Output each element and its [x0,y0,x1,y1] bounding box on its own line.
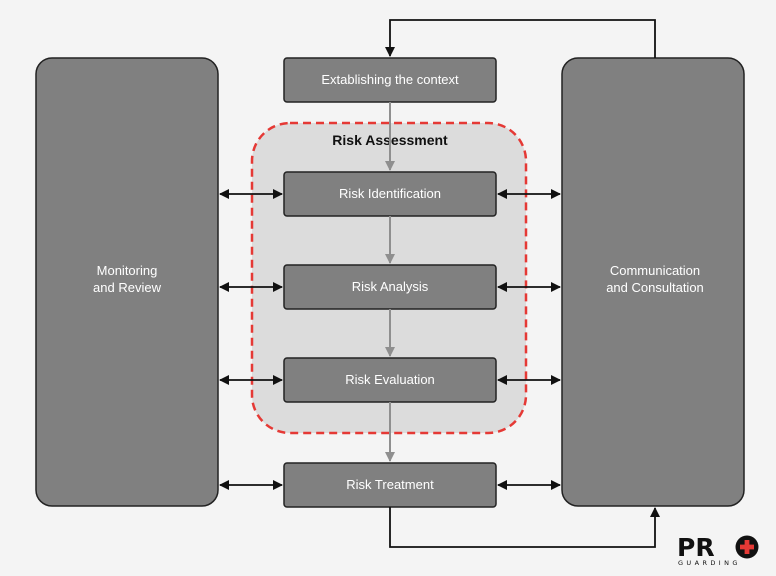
context-box: Extablishing the context [283,57,497,103]
communication-consultation-box: Communication and Consultation [561,57,745,507]
risk-treatment-label: Risk Treatment [346,477,434,492]
arrow-communication-to-context [385,19,656,58]
logo-main-text: PR [677,533,715,562]
communication-label-line2: and Consultation [606,280,704,295]
logo-sub-text: GUARDING [678,559,741,567]
arrow-treatment-to-communication [389,507,660,548]
risk-treatment-box: Risk Treatment [283,462,497,508]
risk-analysis-box: Risk Analysis [283,264,497,310]
context-label: Extablishing the context [321,72,459,87]
monitoring-label-line1: Monitoring [97,263,158,278]
risk-identification-label: Risk Identification [339,186,441,201]
monitoring-label-line2: and Review [93,280,162,295]
monitoring-review-box: Monitoring and Review [35,57,219,507]
cross-icon [735,535,759,559]
proguarding-logo: PR GUARDING [677,533,759,567]
risk-evaluation-label: Risk Evaluation [345,372,435,387]
risk-evaluation-box: Risk Evaluation [283,357,497,403]
risk-analysis-label: Risk Analysis [352,279,429,294]
risk-identification-box: Risk Identification [283,171,497,217]
communication-label-line1: Communication [610,263,700,278]
